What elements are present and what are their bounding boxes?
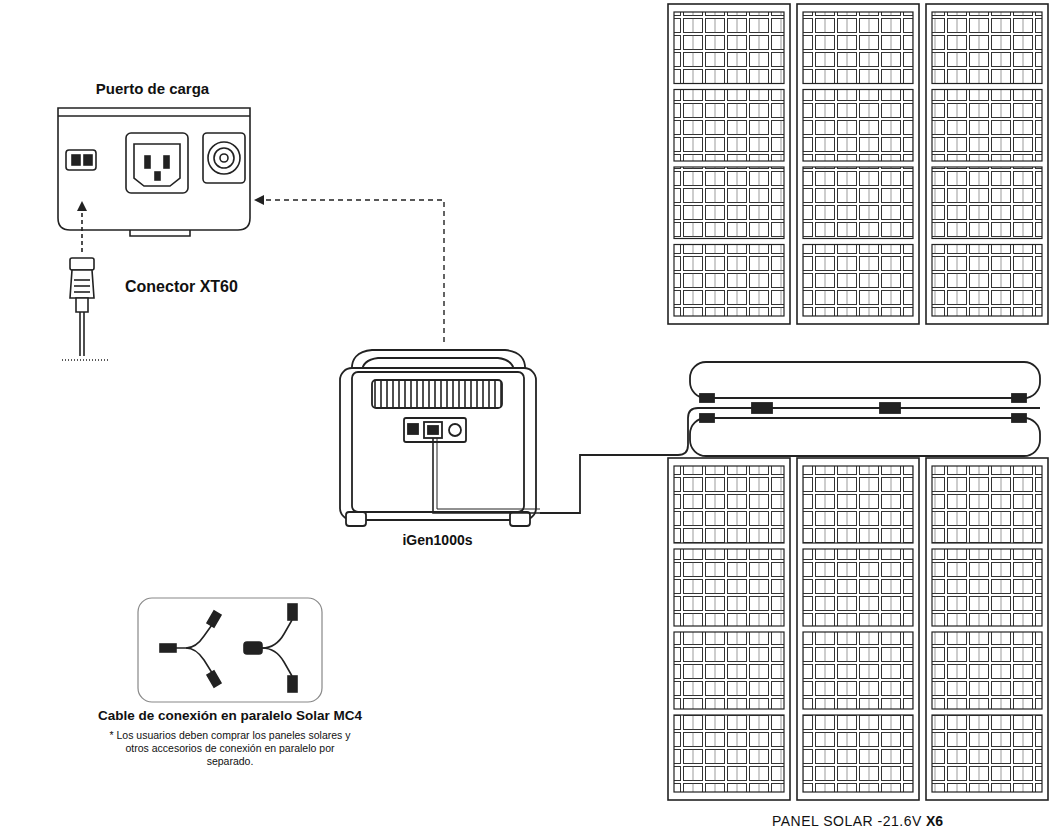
footnote: * Los usuarios deben comprar los paneles… bbox=[105, 729, 355, 768]
box-caption: Cable de conexión en paralelo Solar MC4 bbox=[60, 708, 400, 725]
node-heading: Puerto de carga bbox=[50, 80, 255, 99]
y-cable-box bbox=[138, 598, 322, 702]
xt60-connector bbox=[62, 206, 110, 360]
power-station bbox=[340, 350, 540, 526]
panel-label: PANEL SOLAR -21.6V bbox=[772, 813, 922, 829]
solar-panels bbox=[668, 4, 1048, 800]
label-line: PANEL SOLAR -21.6VX6 bbox=[665, 812, 1050, 831]
cable-box: Cable de conexión en paralelo Solar MC4 *… bbox=[60, 595, 400, 770]
panel-count: X6 bbox=[926, 813, 943, 829]
part-label: Conector XT60 bbox=[125, 278, 238, 296]
panel-array: PANEL SOLAR -21.6VX6 bbox=[665, 0, 1050, 834]
charging-port-panel bbox=[58, 108, 250, 236]
solar-cable bbox=[540, 455, 665, 513]
device-label: iGen1000s bbox=[335, 532, 540, 550]
device-box: iGen1000s bbox=[335, 342, 540, 557]
dashed-arrow bbox=[255, 200, 444, 342]
charging-port-box: Puerto de carga bbox=[50, 78, 255, 238]
panel-wiring bbox=[665, 362, 1040, 456]
